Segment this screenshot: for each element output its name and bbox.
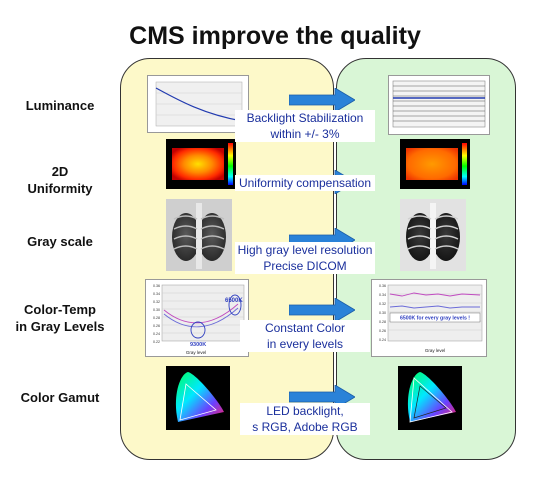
desc-uniformity: Uniformity compensation <box>235 175 375 191</box>
svg-text:0.26: 0.26 <box>379 329 386 333</box>
row-label-grayscale: Gray scale <box>27 234 93 249</box>
xray-after-image <box>400 199 466 271</box>
gamut-before-diagram <box>166 366 230 430</box>
uniformity-after-heatmap <box>400 139 470 189</box>
color-temp-after-chart: 0.36 0.34 0.32 0.30 0.28 0.26 0.24 6500K… <box>371 279 487 357</box>
arrow-right-icon <box>289 298 355 322</box>
luminance-before-chart <box>147 75 249 133</box>
svg-text:0.36: 0.36 <box>153 284 160 288</box>
desc-grayscale: High gray level resolution Precise DICOM <box>235 242 375 274</box>
gamut-after-diagram <box>398 366 462 430</box>
uniformity-before-heatmap <box>166 139 236 189</box>
row-label-uniformity: 2D Uniformity <box>27 164 93 196</box>
svg-text:0.32: 0.32 <box>379 302 386 306</box>
svg-text:0.24: 0.24 <box>153 332 160 336</box>
svg-text:0.32: 0.32 <box>153 300 160 304</box>
svg-text:0.34: 0.34 <box>379 293 386 297</box>
svg-text:0.26: 0.26 <box>153 324 160 328</box>
xray-before-image <box>166 199 232 271</box>
svg-text:0.30: 0.30 <box>153 308 160 312</box>
svg-text:0.22: 0.22 <box>153 340 160 344</box>
color-temp-before-chart: 0.36 0.34 0.32 0.30 0.28 0.26 0.24 0.22 … <box>145 279 249 357</box>
arrow-right-icon <box>289 88 355 112</box>
svg-text:Gray level: Gray level <box>186 350 206 355</box>
svg-text:Gray level: Gray level <box>425 348 445 353</box>
svg-text:6500K for every gray levels !: 6500K for every gray levels ! <box>400 316 470 322</box>
luminance-after-chart <box>388 75 490 135</box>
row-label-luminance: Luminance <box>25 98 95 113</box>
svg-text:0.34: 0.34 <box>153 292 160 296</box>
row-label-color-gamut: Color Gamut <box>20 390 100 405</box>
page-title: CMS improve the quality <box>129 22 421 50</box>
svg-text:0.36: 0.36 <box>379 284 386 288</box>
svg-text:0.30: 0.30 <box>379 311 386 315</box>
svg-text:0.28: 0.28 <box>153 316 160 320</box>
svg-text:0.24: 0.24 <box>379 338 386 342</box>
row-label-color-temp: Color-Temp in Gray Levels <box>15 302 105 334</box>
desc-color-temp: Constant Color in every levels <box>240 320 370 352</box>
desc-color-gamut: LED backlight, s RGB, Adobe RGB <box>240 403 370 435</box>
svg-text:9300K: 9300K <box>190 342 206 348</box>
svg-text:6500K: 6500K <box>225 298 243 304</box>
desc-luminance: Backlight Stabilization within +/- 3% <box>235 110 375 142</box>
svg-text:0.28: 0.28 <box>379 320 386 324</box>
